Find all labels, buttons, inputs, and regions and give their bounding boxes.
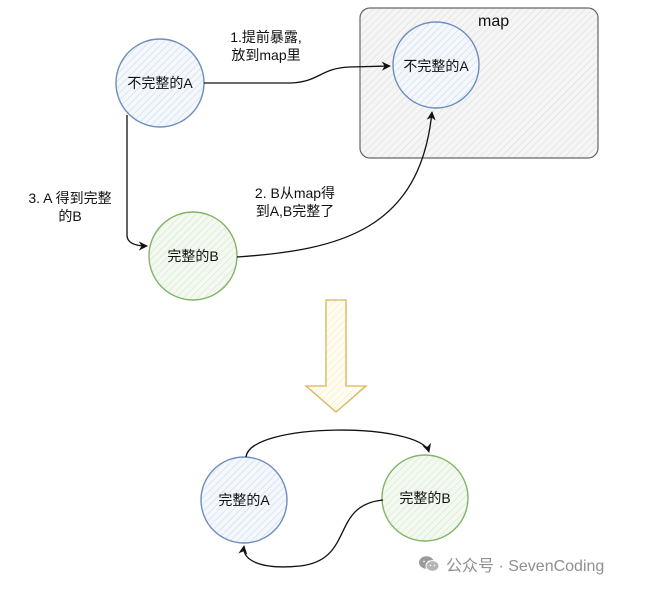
node-incomplete-a-in-map: [392, 21, 480, 109]
node-incomplete-a-in-map-label: 不完整的A: [403, 58, 469, 74]
wechat-icon: [419, 556, 440, 572]
node-bottom-complete-a-label: 完整的A: [218, 492, 270, 508]
edge-step2-label: 2. B从map得 到A,B完整了: [254, 185, 336, 219]
edge-step3: [126, 115, 148, 251]
edge-cycle-b-to-a: [238, 499, 384, 568]
edge-step1-label: 1.提前暴露, 放到map里: [230, 29, 302, 63]
edge-cycle-a-to-b: [245, 429, 431, 458]
edge-step3-label: 3. A 得到完整 的B: [28, 190, 112, 224]
node-bottom-complete-a: [200, 456, 288, 544]
node-bottom-complete-b: [381, 454, 469, 542]
node-complete-b: [148, 211, 238, 301]
node-incomplete-a-label: 不完整的A: [127, 75, 193, 91]
node-complete-b-label: 完整的B: [167, 248, 219, 264]
edge-step1: [204, 61, 391, 84]
watermark: 公众号 · SevenCoding: [418, 552, 604, 576]
node-bottom-complete-b-label: 完整的B: [399, 490, 451, 506]
edge-step2: [236, 111, 436, 258]
map-title: map: [478, 13, 510, 30]
transition-down-arrow: [304, 299, 368, 413]
watermark-text: 公众号 · SevenCoding: [446, 558, 605, 575]
